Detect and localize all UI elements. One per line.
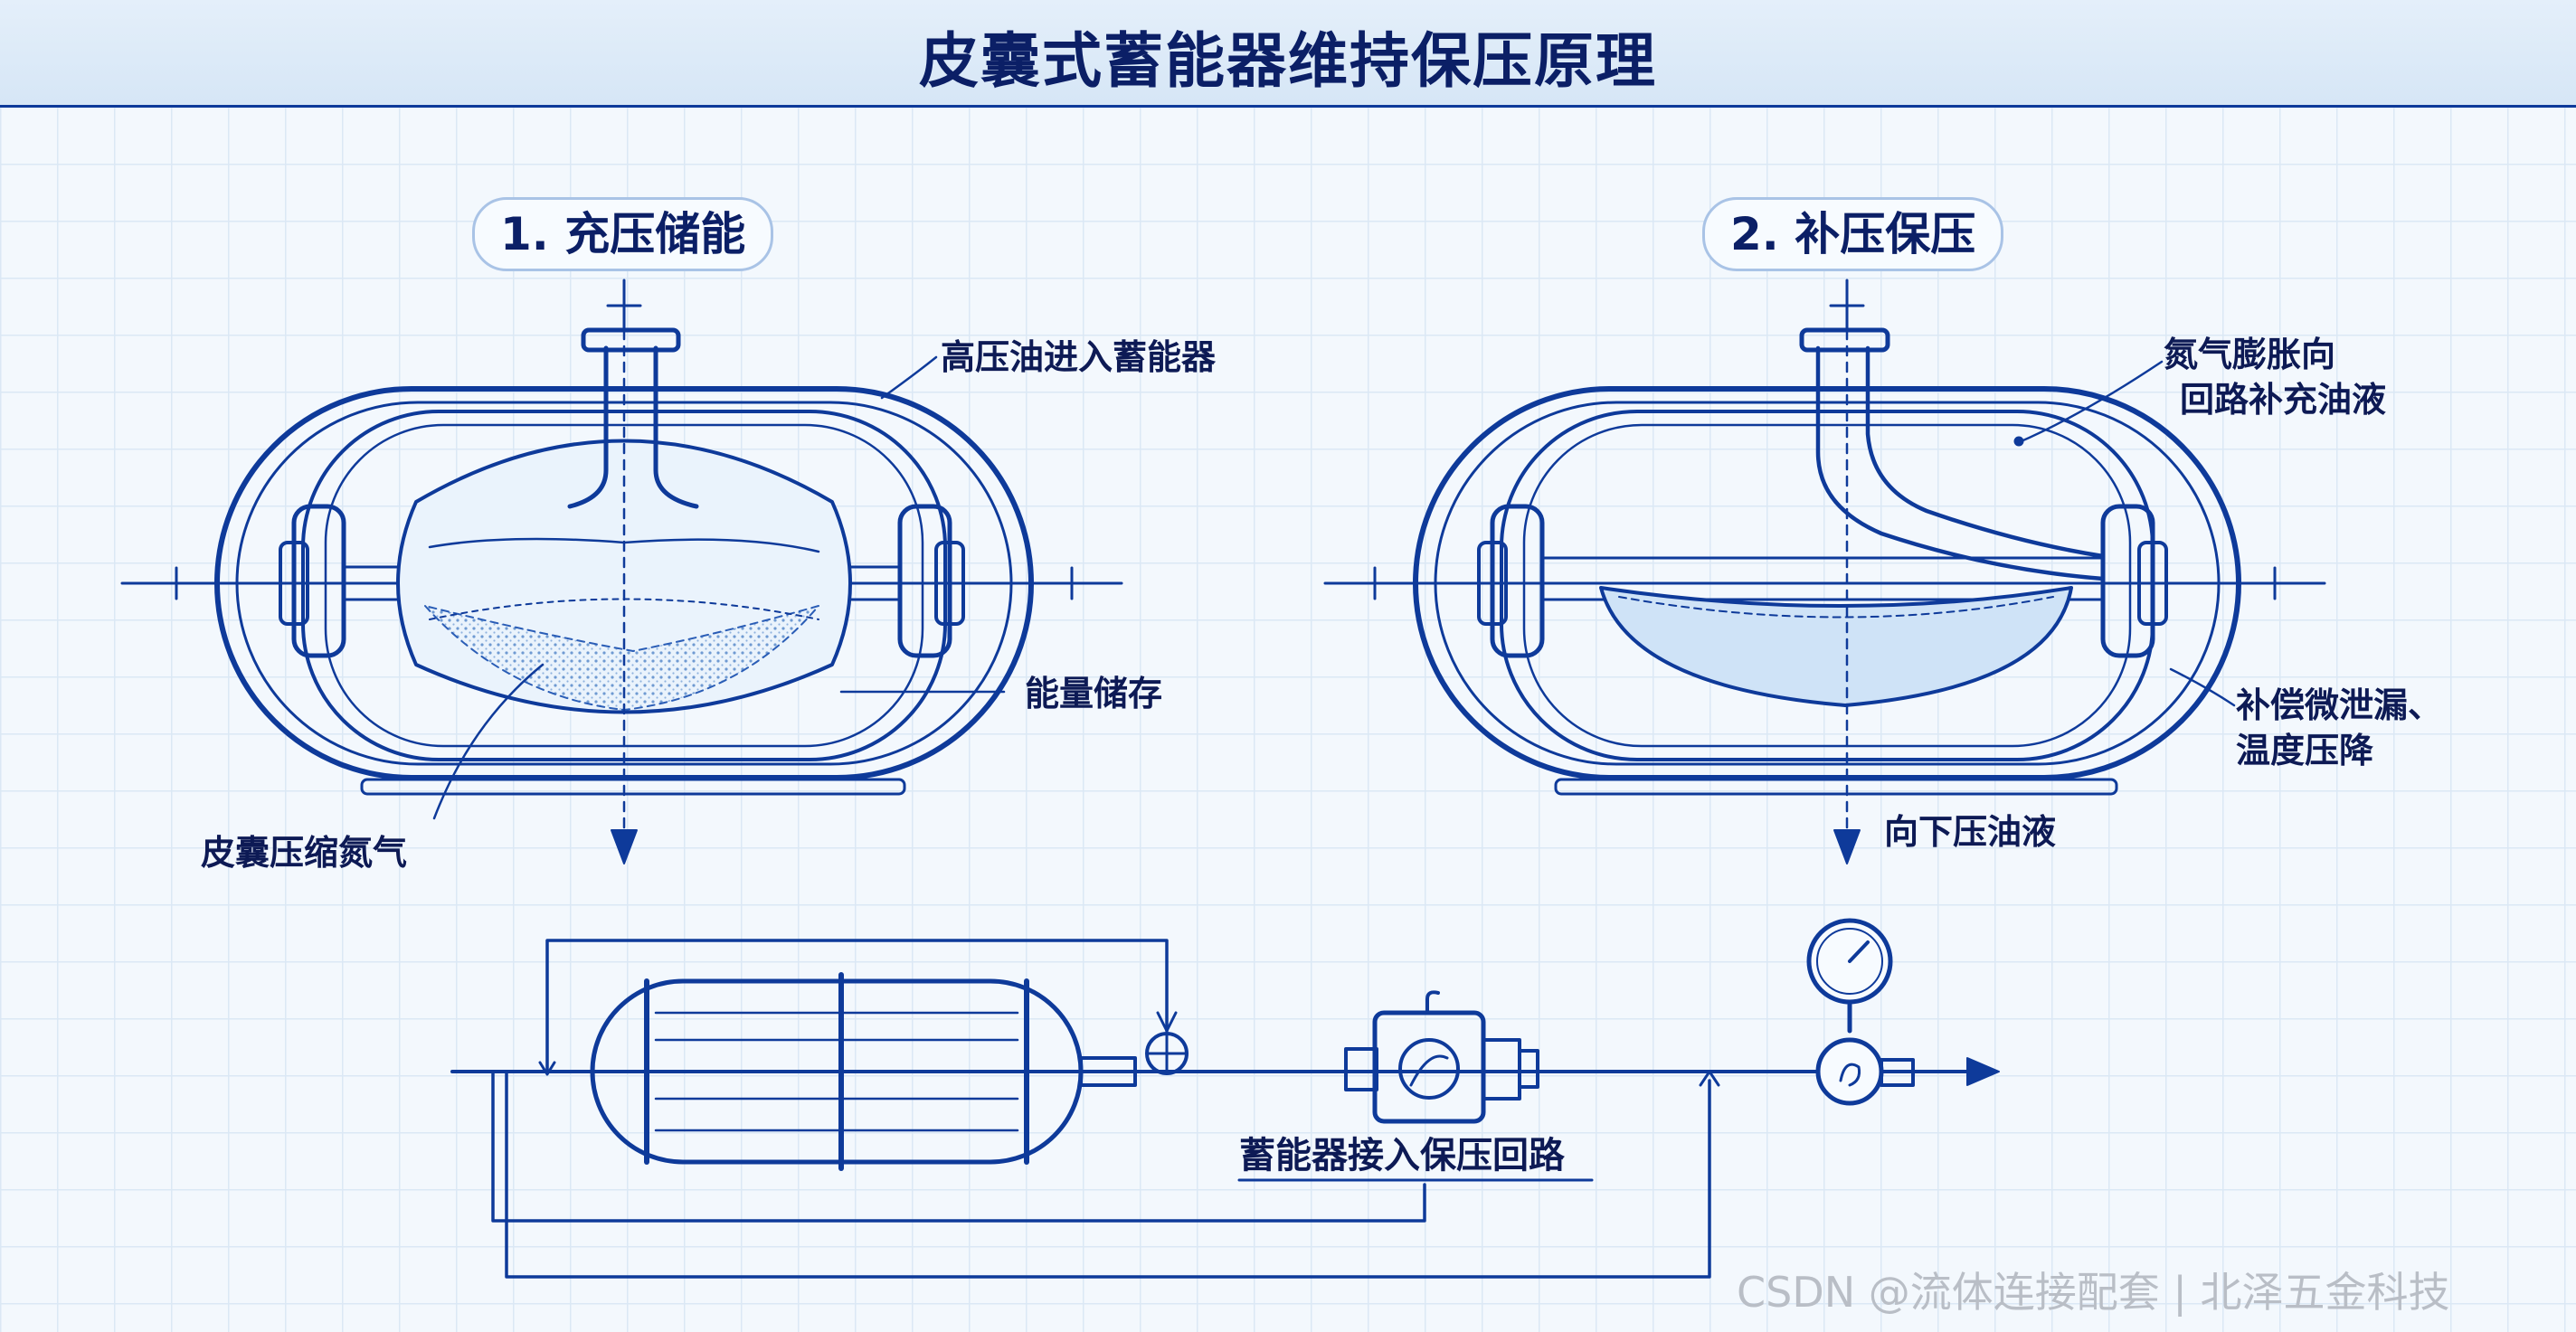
label-compensate-line1: 补偿微泄漏、: [2236, 685, 2443, 725]
oil-inlet-pipe: [567, 345, 699, 509]
watermark: CSDN @流体连接配套 | 北泽五金科技: [1737, 1268, 2450, 1317]
title-bar: 皮囊式蓄能器维持保压原理: [0, 0, 2576, 108]
circuit-label: 蓄能器接入保压回路: [1239, 1135, 1565, 1176]
leader-compensate: [2169, 667, 2236, 707]
flow-arrow: [1966, 1057, 2000, 1086]
charge-heading: 1. 充压储能: [472, 197, 774, 271]
leader-bladder: [432, 663, 545, 820]
return-loop-outer: [505, 1070, 1711, 1279]
label-expand-line2: 回路补充油液: [2180, 380, 2387, 420]
inlet-flange: [581, 327, 681, 353]
hold-circuit: [450, 918, 2000, 1279]
label-energy: 能量储存: [1025, 674, 1163, 713]
charge-accumulator: [120, 279, 1123, 864]
label-expand: 氮气膨胀向 回路补充油液: [2164, 332, 2386, 422]
hold-accumulator: [1323, 279, 2326, 864]
base-plate: [360, 778, 906, 796]
inner-chamber: [1500, 410, 2155, 761]
bypass-loop: [545, 939, 1169, 1073]
right-end-cap: [2100, 504, 2155, 658]
down-arrow: [611, 829, 638, 864]
oil-return-pipe: [1815, 345, 2106, 581]
inlet-flange: [1799, 327, 1890, 353]
compressed-nitrogen: [424, 605, 819, 711]
leader-expand: [2015, 360, 2164, 445]
leader-oil-in: [880, 355, 938, 400]
blueprint-grid-background: [0, 107, 2576, 1332]
down-arrow: [1833, 829, 1861, 864]
label-expand-line1: 氮气膨胀向: [2164, 335, 2336, 374]
return-loop-inner: [491, 1070, 1426, 1223]
hold-heading: 2. 补压保压: [1702, 197, 2004, 271]
base-plate: [1554, 778, 2118, 796]
page-title: 皮囊式蓄能器维持保压原理: [919, 26, 1657, 96]
label-compensate: 补偿微泄漏、 温度压降: [2236, 683, 2442, 773]
label-compensate-line2: 温度压降: [2236, 731, 2374, 770]
gauge-regulator: [1815, 1037, 1884, 1106]
label-oil-in: 高压油进入蓄能器: [941, 337, 1217, 377]
relief-valve: [1372, 1010, 1486, 1124]
label-bladder: 皮囊压缩氮气: [201, 833, 408, 873]
oil-fluid: [1599, 586, 2073, 707]
label-press-down: 向下压油液: [1884, 812, 2057, 852]
